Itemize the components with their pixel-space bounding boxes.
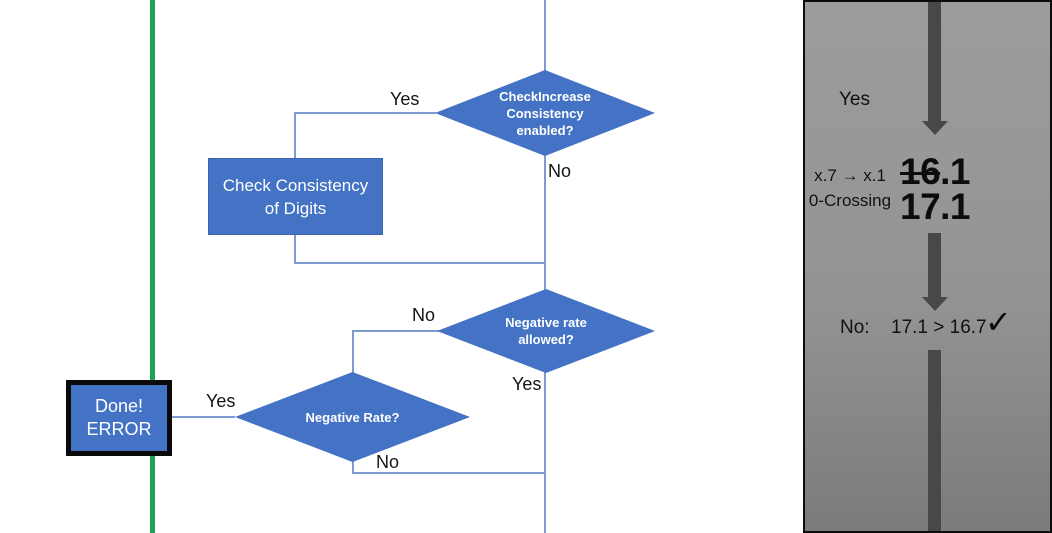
old-value: 16.1 bbox=[900, 151, 971, 192]
connector-into-process-box bbox=[294, 112, 296, 159]
decision-text-line: Negative rate bbox=[505, 315, 587, 330]
panel-yes-label: Yes bbox=[839, 89, 870, 110]
decision-text-line: enabled? bbox=[516, 122, 574, 138]
down-arrow-head-icon bbox=[922, 297, 948, 311]
terminator-done-error: Done! ERROR bbox=[66, 380, 172, 456]
decision-text: Negative rate allowed? bbox=[505, 314, 587, 348]
checkmark-icon: ✓ bbox=[985, 303, 1012, 341]
old-value-struck: 16 bbox=[900, 151, 941, 192]
done-text-line: ERROR bbox=[86, 419, 152, 439]
connector-top-vertical bbox=[544, 0, 546, 71]
connector-yes2-vertical bbox=[544, 371, 546, 473]
process-text-line: Check Consistency bbox=[222, 175, 369, 195]
connector-no2-horizontal bbox=[352, 330, 439, 332]
edge-label-no-mid: No bbox=[412, 305, 436, 325]
decision-negative-rate: Negative Rate? bbox=[235, 372, 470, 462]
connector-no-vertical bbox=[544, 155, 546, 290]
edge-label-yes-top: Yes bbox=[390, 89, 420, 109]
connector-merge-horizontal bbox=[294, 262, 545, 264]
decision-text-line: CheckIncrease bbox=[499, 88, 591, 104]
down-arrow-icon bbox=[928, 2, 941, 121]
comparison-text: 17.1 > 16.7 bbox=[891, 317, 987, 338]
connector-no3-vertical bbox=[352, 461, 354, 473]
rule-text-line: x.7 → x.1 bbox=[814, 166, 886, 185]
decision-check-increase-consistency: CheckIncrease Consistency enabled? bbox=[435, 70, 655, 156]
old-value-rest: .1 bbox=[940, 151, 971, 192]
side-panel: Yes x.7 → x.1 0-Crossing 16.1 17.1 No: 1… bbox=[803, 0, 1052, 533]
edge-label-no-top: No bbox=[548, 161, 572, 181]
connector-yes-horizontal bbox=[294, 112, 436, 114]
decision-text: Negative Rate? bbox=[306, 409, 400, 426]
edge-label-yes-done: Yes bbox=[206, 391, 236, 411]
connector-yes-done-horizontal bbox=[172, 416, 235, 418]
decision-text-line: Negative Rate? bbox=[305, 409, 400, 425]
process-check-consistency-of-digits: Check Consistency of Digits bbox=[208, 158, 383, 235]
down-arrow-icon bbox=[928, 233, 941, 297]
rule-text: x.7 → x.1 0-Crossing bbox=[805, 163, 895, 213]
connector-out-of-process-box bbox=[294, 234, 296, 263]
new-value: 17.1 bbox=[900, 186, 971, 227]
down-arrow-head-icon bbox=[922, 121, 948, 135]
decision-text: CheckIncrease Consistency enabled? bbox=[499, 88, 591, 139]
result-no-label: No: bbox=[840, 317, 870, 338]
connector-no2-vertical bbox=[352, 330, 354, 373]
decision-negative-rate-allowed: Negative rate allowed? bbox=[437, 289, 655, 373]
green-timeline-line bbox=[150, 0, 155, 533]
done-text-line: Done! bbox=[94, 396, 144, 416]
process-text-line: of Digits bbox=[264, 198, 327, 218]
connector-no3-horizontal bbox=[352, 472, 545, 474]
down-arrow-icon bbox=[928, 350, 941, 531]
rule-text-line: 0-Crossing bbox=[808, 191, 892, 210]
decision-text-line: Consistency bbox=[506, 105, 584, 121]
edge-label-yes-mid: Yes bbox=[512, 374, 542, 394]
value-comparison-numbers: 16.1 17.1 bbox=[900, 151, 971, 227]
edge-label-no-bottom: No bbox=[376, 452, 400, 472]
decision-text-line: allowed? bbox=[518, 332, 574, 347]
connector-bottom-vertical bbox=[544, 472, 546, 533]
